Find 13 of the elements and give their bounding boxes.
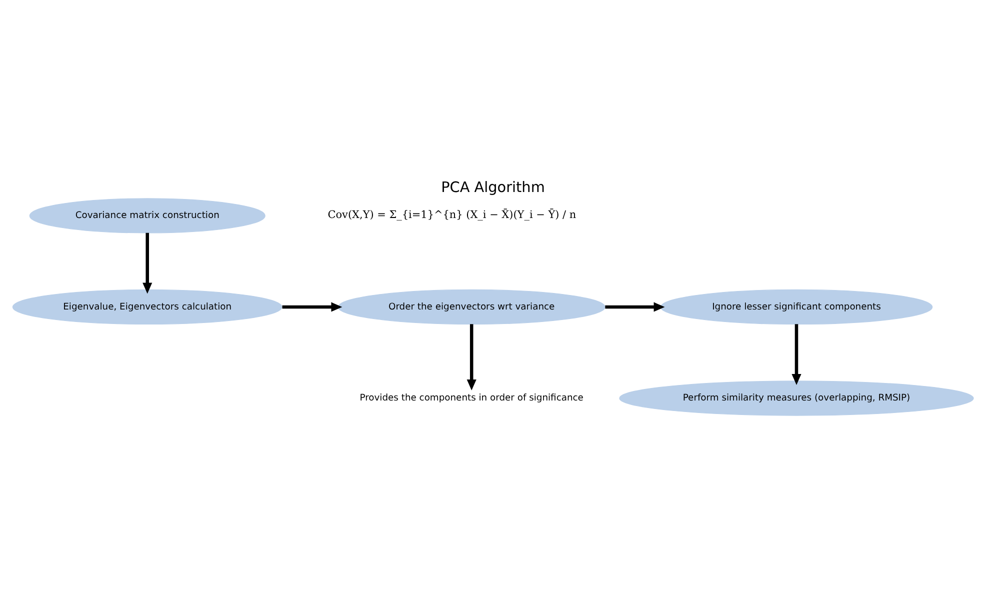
diagram-title: PCA Algorithm (440, 179, 544, 196)
arrow (791, 324, 801, 384)
node-text: Provides the components in order of significance (359, 392, 583, 404)
arrow (142, 232, 152, 294)
arrow (282, 302, 342, 312)
label: Cov(X,Y) = Σ_{i=1}^{n} (X_i − X̄)(Y_i − Ȳ) / n (327, 208, 576, 221)
arrow (604, 302, 664, 312)
arrow (466, 324, 476, 390)
node-ellipse: Ignore lesser significant components (660, 288, 932, 324)
node-ellipse: Covariance matrix construction (28, 198, 265, 233)
node-ellipse: Order the eigenvectors wrt variance (337, 288, 605, 324)
node-ellipse: Perform similarity measures (overlapping, RMSIP) (618, 380, 974, 416)
node-ellipse: Eigenvalue, Eigenvectors calculation (12, 288, 282, 324)
